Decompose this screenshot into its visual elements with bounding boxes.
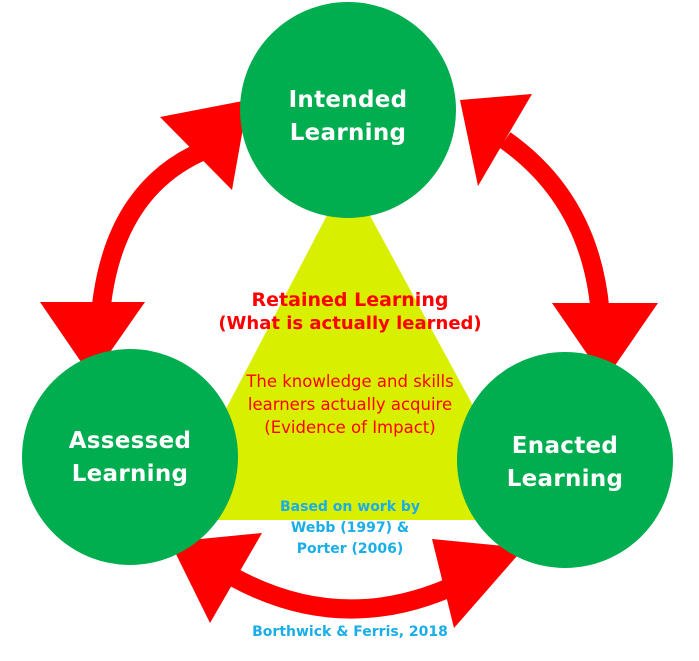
credit-line1: Based on work by xyxy=(279,499,421,515)
intended-line2: Learning xyxy=(289,120,407,146)
retained-learning-description: The knowledge and skills learners actual… xyxy=(150,370,550,439)
retained-learning-triangle xyxy=(168,175,535,520)
center-title-line2: (What is actually learned) xyxy=(218,313,482,334)
intended-line1: Intended xyxy=(288,87,408,113)
author-credit: Borthwick & Ferris, 2018 xyxy=(252,624,448,640)
enacted-line2: Learning xyxy=(506,466,624,492)
assessed-line1: Assessed xyxy=(68,428,192,454)
arrow-assessed-intended xyxy=(40,100,248,378)
enacted-line1: Enacted xyxy=(511,433,619,459)
arrow-intended-enacted xyxy=(460,94,658,380)
node-assessed-learning xyxy=(22,349,238,565)
enacted-learning-label: Enacted Learning xyxy=(465,430,665,496)
credit-line2: Webb (1997) & xyxy=(290,520,410,536)
based-on-credit: Based on work by Webb (1997) & Porter (2… xyxy=(225,497,475,560)
credit-line3: Porter (2006) xyxy=(296,541,404,557)
node-enacted-learning xyxy=(457,352,673,568)
retained-learning-title: Retained Learning (What is actually lear… xyxy=(150,288,550,336)
center-body-line1: The knowledge and skills xyxy=(246,372,454,391)
arrow-assessed-enacted xyxy=(170,533,524,628)
assessed-line2: Learning xyxy=(71,461,189,487)
center-body-line2: learners actually acquire xyxy=(247,395,453,414)
intended-learning-label: Intended Learning xyxy=(248,84,448,150)
center-title-line1: Retained Learning xyxy=(251,289,449,311)
assessed-learning-label: Assessed Learning xyxy=(30,425,230,491)
node-intended-learning xyxy=(240,2,456,218)
center-body-line3: (Evidence of Impact) xyxy=(264,418,436,437)
